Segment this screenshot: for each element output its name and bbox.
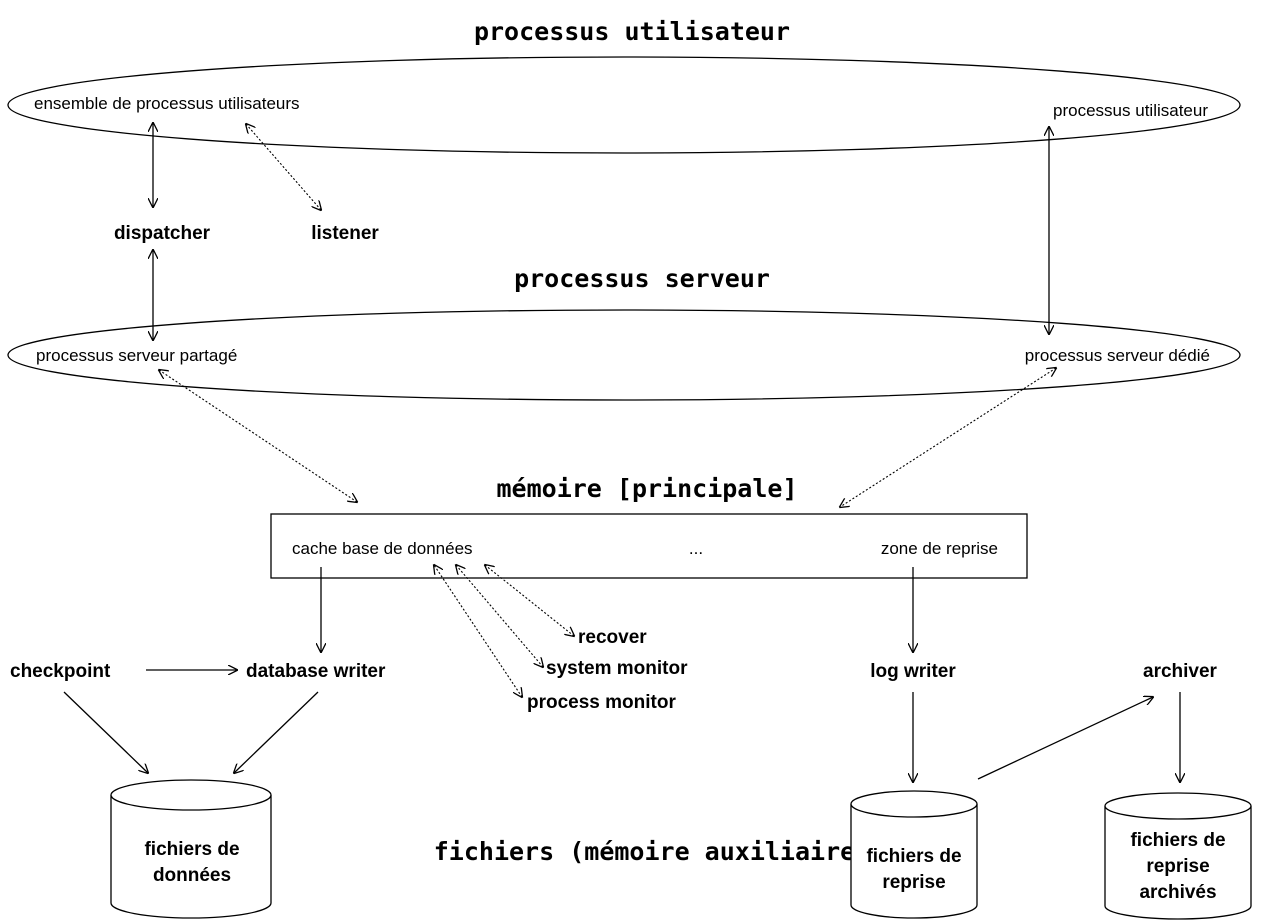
title-main-memory: mémoire [principale] [496, 474, 797, 503]
dedicated-server-process-label: processus serveur dédié [1025, 346, 1210, 365]
user-process-label: processus utilisateur [1053, 101, 1208, 120]
data-files-label-line-2: données [153, 865, 231, 886]
redo-files-label-line-1: fichiers de [866, 846, 961, 867]
arrow-dedicated-server-memory [840, 368, 1056, 507]
user-process-pool-label: ensemble de processus utilisateurs [34, 94, 300, 113]
redo-files-label-line-2: reprise [882, 872, 945, 893]
arrow-redo-files-archiver [977, 697, 1153, 780]
system-monitor-label: system monitor [546, 658, 688, 679]
arrow-process-monitor-cache [434, 565, 522, 697]
log-writer-label: log writer [870, 661, 956, 682]
archived-files-label-line-3: archivés [1139, 882, 1216, 903]
archived-files-label-line-1: fichiers de [1130, 830, 1225, 851]
data-files-store: fichiers de données [110, 779, 272, 919]
archived-redo-files-store: fichiers de reprise archivés [1104, 792, 1252, 920]
checkpoint-label: checkpoint [10, 661, 111, 682]
shared-server-process-label: processus serveur partagé [36, 346, 237, 365]
process-monitor-label: process monitor [527, 692, 676, 713]
dispatcher-label: dispatcher [114, 223, 211, 244]
redo-zone-label: zone de reprise [881, 539, 998, 558]
arrow-checkpoint-data-files [63, 691, 148, 773]
title-user-processes: processus utilisateur [474, 17, 790, 46]
main-memory-box [270, 513, 1028, 579]
title-files: fichiers (mémoire auxiliaire) [434, 837, 871, 866]
arrow-user-pool-listener [246, 124, 321, 210]
database-cache-label: cache base de données [292, 539, 473, 558]
arrow-system-monitor-cache [456, 565, 543, 667]
recover-label: recover [578, 627, 647, 648]
data-files-label-line-1: fichiers de [144, 839, 239, 860]
arrow-database-writer-data-files [234, 691, 319, 773]
title-server-processes: processus serveur [514, 264, 770, 293]
archived-files-label-line-2: reprise [1146, 856, 1209, 877]
redo-files-store: fichiers de reprise [850, 790, 978, 919]
listener-label: listener [311, 223, 379, 244]
database-writer-label: database writer [246, 661, 386, 682]
archiver-label: archiver [1143, 661, 1218, 682]
memory-ellipsis: ... [689, 539, 703, 558]
